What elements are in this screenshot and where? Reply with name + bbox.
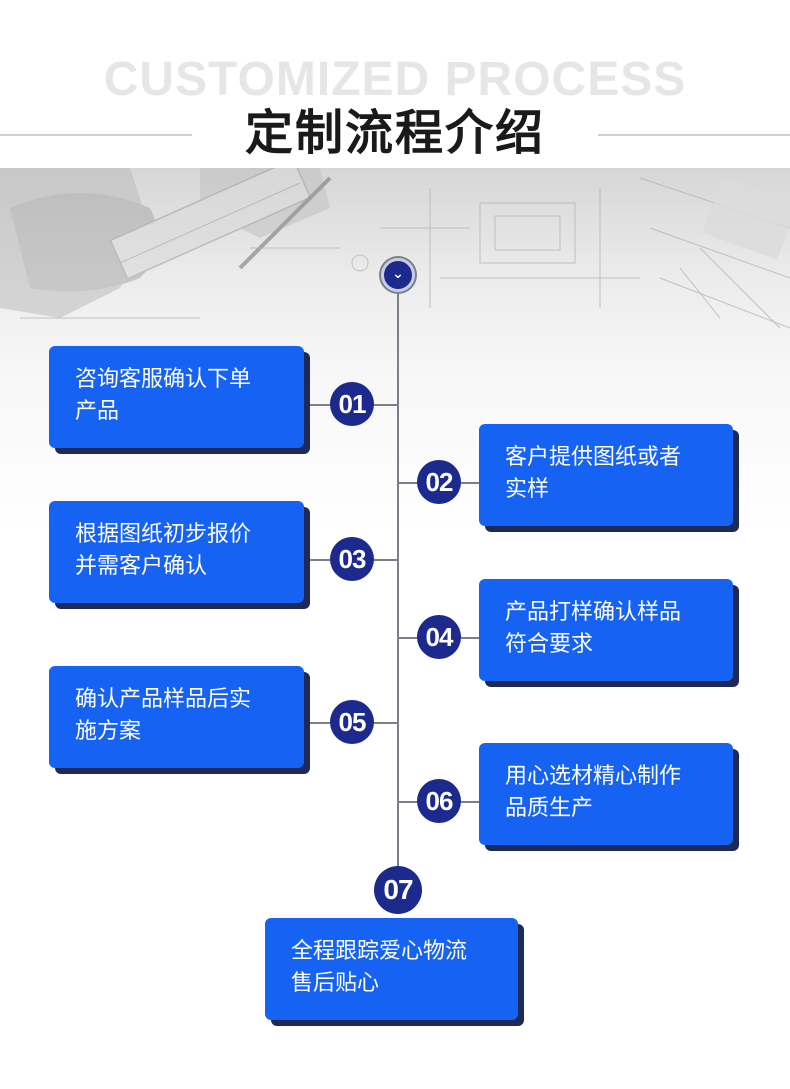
step-card-02: 客户提供图纸或者 实样 — [479, 424, 733, 526]
step-text-line2: 品质生产 — [505, 796, 594, 821]
step-card-01: 咨询客服确认下单 产品 — [49, 346, 304, 448]
step-card-05: 确认产品样品后实 施方案 — [49, 666, 304, 768]
step-text-line2: 并需客户确认 — [75, 554, 208, 579]
step-number-05: 05 — [330, 700, 374, 744]
step-text-line1: 客户提供图纸或者 — [505, 445, 682, 470]
header-divider-right — [598, 134, 790, 136]
page-title: 定制流程介绍 — [244, 105, 545, 161]
step-card-07: 全程跟踪爱心物流 售后贴心 — [265, 918, 518, 1020]
step-text-line2: 产品 — [75, 399, 120, 424]
chevron-down-icon: ⌄ — [392, 266, 404, 282]
step-text-line1: 用心选材精心制作 — [505, 764, 682, 789]
timeline-vertical-line — [397, 268, 399, 880]
header: CUSTOMIZED PROCESS 定制流程介绍 — [0, 0, 790, 168]
step-number-06: 06 — [417, 779, 461, 823]
step-card-04: 产品打样确认样品 符合要求 — [479, 579, 733, 681]
step-text-line1: 全程跟踪爱心物流 — [291, 939, 468, 964]
step-number-02: 02 — [417, 460, 461, 504]
timeline-top-marker: ⌄ — [381, 258, 415, 292]
step-number-07: 07 — [374, 866, 422, 914]
step-text-line1: 根据图纸初步报价 — [75, 522, 252, 547]
step-text-line2: 实样 — [505, 477, 550, 502]
step-text-line2: 施方案 — [75, 719, 142, 744]
step-text-line1: 咨询客服确认下单 — [75, 367, 252, 392]
step-number-04: 04 — [417, 615, 461, 659]
header-english-watermark: CUSTOMIZED PROCESS — [103, 53, 687, 106]
step-card-06: 用心选材精心制作 品质生产 — [479, 743, 733, 845]
step-text-line2: 售后贴心 — [291, 971, 380, 996]
step-number-01: 01 — [330, 382, 374, 426]
blueprint-illustration — [0, 168, 790, 329]
step-number-03: 03 — [330, 537, 374, 581]
header-divider-left — [0, 134, 192, 136]
step-card-03: 根据图纸初步报价 并需客户确认 — [49, 501, 304, 603]
step-text-line1: 产品打样确认样品 — [505, 600, 682, 625]
step-text-line1: 确认产品样品后实 — [75, 687, 252, 712]
step-text-line2: 符合要求 — [505, 632, 594, 657]
